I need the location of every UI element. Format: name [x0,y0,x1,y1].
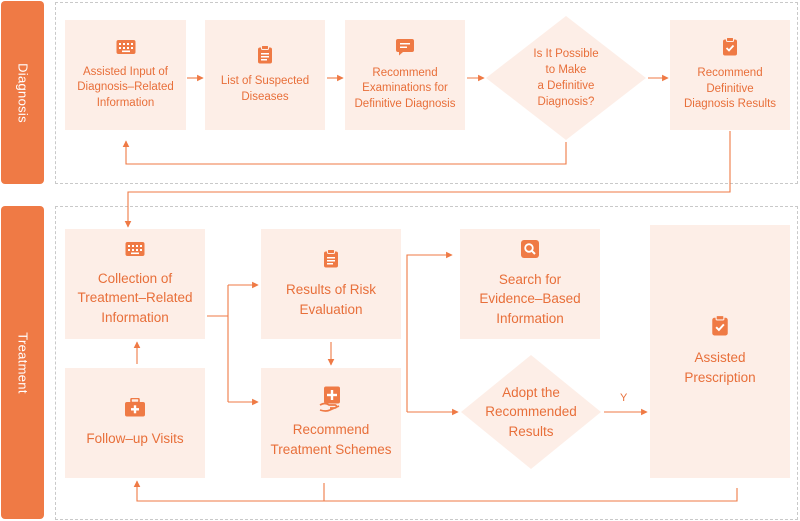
arrow-decision-loop-back [122,140,567,165]
node-follow-up-label: Follow–up Visits [86,430,184,446]
lane-diagnosis [55,2,798,184]
yes-label: Y [620,392,628,404]
clipboard-check-icon [722,37,738,56]
decision-diamond-adopt [461,355,601,469]
keyboard-icon [116,39,136,55]
clipboard-check-icon [711,315,729,336]
medical-hand-icon [319,386,343,413]
node-follow-up: Follow–up Visits [65,368,205,478]
lane-tab-diagnosis: Diagnosis [1,1,44,184]
clipboard-list-icon [323,248,339,268]
arrow-results-to-collection [124,131,731,228]
keyboard-icon [125,241,145,257]
chat-message-icon [395,38,415,56]
decision-diamond-diagnosis [486,16,646,140]
arrow-bottom-loop-back [133,480,738,502]
arrow-schemes-to-evidence [406,251,453,412]
clipboard-list-icon [257,44,273,64]
medical-kit-icon [124,397,146,417]
search-icon [521,239,539,258]
lane-tab-treatment: Treatment [1,206,44,519]
lane-treatment [55,206,798,520]
